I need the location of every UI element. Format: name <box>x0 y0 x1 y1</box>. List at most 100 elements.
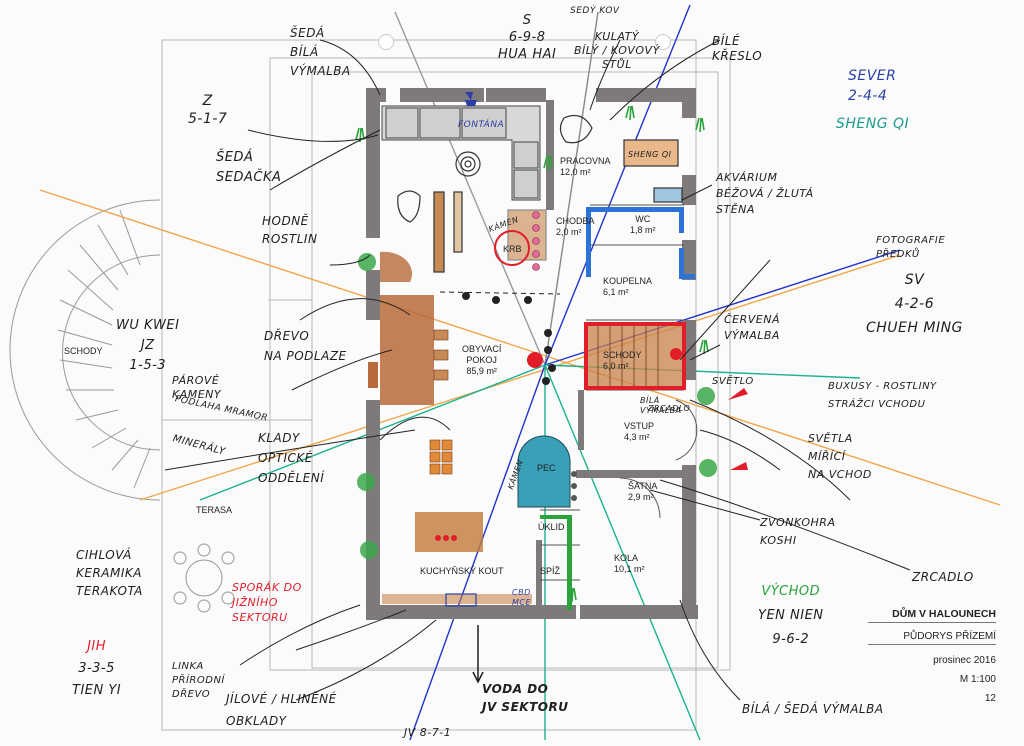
note-seda-bila-2: VÝMALBA <box>290 64 351 78</box>
note-sporak-0: SPORÁK DO <box>232 581 302 594</box>
walls <box>366 88 698 620</box>
furniture <box>397 115 683 273</box>
note-kulaty-2: STŮL <box>601 58 632 71</box>
note-jih-1: 3-3-5 <box>78 661 115 676</box>
note-zvonkohra-0: ZVONKOHRA <box>760 516 836 529</box>
note-drevo-0: DŘEVO <box>264 329 310 343</box>
note-sporak-1: JIŽNÍHO <box>232 596 278 609</box>
note-akvarium-2: STĚNA <box>716 203 755 216</box>
note-fotografie-1: PŘEDKŮ <box>876 249 920 260</box>
arrows <box>472 625 484 684</box>
path-dots <box>462 292 556 385</box>
room-obyvaci-area: 85,9 m² <box>466 366 497 376</box>
note-drevo-1: NA PODLAZE <box>264 349 347 363</box>
note-cihlova-1: KERAMIKA <box>76 566 142 580</box>
note-linka: LINKA PŘÍRODNÍ DŘEVO <box>172 660 225 702</box>
room-vstup-area: 4,3 m² <box>624 432 650 442</box>
room-wc-area: 1,8 m² <box>630 225 656 235</box>
note-jilove-0: JÍLOVÉ / HLINĚNÉ <box>226 692 337 706</box>
shrubs <box>357 253 717 559</box>
room-pec: PEC <box>537 463 556 473</box>
note-vychod: VÝCHOD YEN NIEN 9-6-2 <box>758 580 824 652</box>
note-sv-2: CHUEH MING <box>866 320 963 336</box>
room-terasa: TERASA <box>196 505 233 515</box>
room-satna-area: 2,9 m² <box>628 492 654 502</box>
note-cihlova-0: CIHLOVÁ <box>76 548 132 562</box>
leader-lines <box>164 39 911 701</box>
pantry-green-walls <box>540 515 572 610</box>
room-koupelna-area: 6,1 m² <box>603 287 629 297</box>
room-vstup-name: VSTUP <box>624 421 655 431</box>
room-wc-name: WC <box>635 214 651 224</box>
note-sever-0: SEVER <box>848 68 897 84</box>
note-jih-0: JIH <box>87 639 107 654</box>
room-chodba-area: 2,0 m² <box>556 227 582 237</box>
note-bile-kreslo-0: BÍLÉ <box>712 34 741 48</box>
note-bila-seda: BÍLÁ / ŠEDÁ VÝMALBA <box>742 702 884 716</box>
sink <box>445 593 477 607</box>
note-kulaty-0: KULATÝ <box>594 30 640 43</box>
note-bile-kreslo-1: KŘESLO <box>712 49 763 63</box>
note-linka-0: LINKA <box>172 661 204 672</box>
room-obyvaci-name2: POKOJ <box>466 355 497 365</box>
note-wu-kwei-1: JZ <box>140 338 155 353</box>
dashed-path <box>439 291 561 295</box>
note-svetla-1: MÍŘÍCÍ <box>808 450 846 463</box>
note-sedy-kov: SEDÝ KOV <box>570 6 620 16</box>
note-vychod-0: VÝCHOD <box>761 584 821 599</box>
note-s-1: 6-9-8 <box>508 30 546 45</box>
krb-dots <box>532 211 540 271</box>
note-hodne-1: ROSTLIN <box>262 232 318 246</box>
note-bila-vymalba-1: VÝMALBA <box>640 406 682 415</box>
note-linka-2: DŘEVO <box>172 689 211 700</box>
stove-burners <box>571 471 577 501</box>
note-seda-sedacka-0: ŠEDÁ <box>216 150 254 165</box>
page-number: 12 <box>984 693 996 704</box>
note-vychod-1: YEN NIEN <box>758 608 824 623</box>
note-wu-kwei-2: 1-5-3 <box>129 358 167 373</box>
note-hodne-0: HODNĚ <box>262 214 309 228</box>
note-z-1: 5-1-7 <box>188 111 228 127</box>
room-schody-ext: SCHODY <box>64 346 103 356</box>
note-jilove-1: OBKLADY <box>226 714 287 728</box>
note-fontana: FONTÁNA <box>458 120 505 130</box>
note-sever-1: 2-4-4 <box>848 88 888 104</box>
terrace-table <box>173 543 235 613</box>
note-drevo: DŘEVO NA PODLAZE <box>264 326 347 366</box>
scale: M 1:100 <box>959 674 996 685</box>
brown-semicircle <box>380 251 413 282</box>
note-sheng-qi-box: SHENG QI <box>628 150 672 159</box>
room-satna-name: ŠATNA <box>628 481 658 491</box>
room-spiz: SPÍŽ <box>540 566 561 576</box>
red-lights <box>670 348 748 470</box>
subtitle: PŮDORYS PŘÍZEMÍ <box>868 631 996 645</box>
note-sv-1: 4-2-6 <box>894 296 935 312</box>
note-vychod-2: 9-6-2 <box>772 632 810 647</box>
note-seda-bila-1: BÍLÁ <box>290 45 319 59</box>
note-linka-1: PŘÍRODNÍ <box>172 675 225 686</box>
note-cbd-1: MCE <box>512 598 532 607</box>
note-klady-1: OPTICKÉ <box>258 451 313 465</box>
note-jih-2: TIEN YI <box>72 683 122 698</box>
note-bila-vymalba-0: BÍLÁ <box>640 396 660 405</box>
note-sever: SEVER 2-4-4 <box>848 66 896 106</box>
note-jilove: JÍLOVÉ / HLINĚNÉ OBKLADY <box>226 688 337 732</box>
room-krb: KRB <box>503 244 522 254</box>
note-zrcadlo: ZRCADLO <box>912 570 974 584</box>
pairs-stones <box>433 329 449 381</box>
